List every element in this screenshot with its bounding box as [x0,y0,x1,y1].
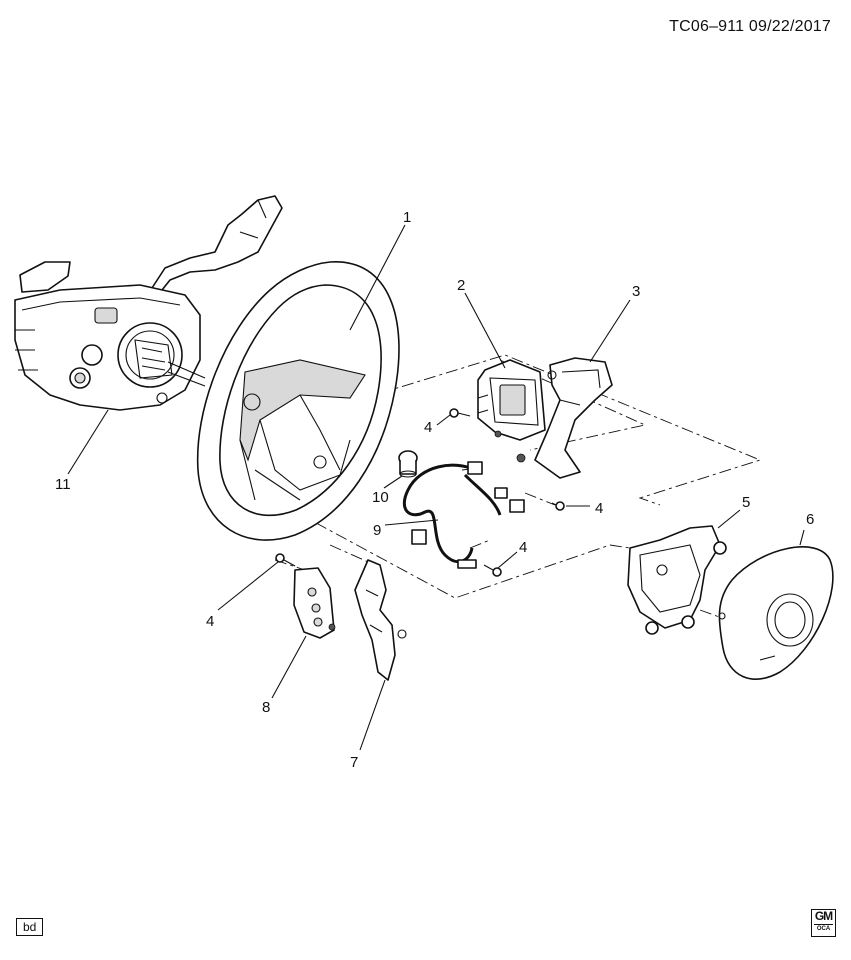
callout-leaders [67,224,805,751]
callout-10: 10 [372,489,389,506]
screw-lower [483,564,502,577]
callout-2: 2 [457,277,465,294]
callout-4-right: 4 [595,500,603,517]
steering-wheel-control-switch [477,359,546,441]
callout-7: 7 [350,754,358,771]
diagram-code-date: TC06–911 09/22/2017 [669,18,831,35]
callout-8: 8 [262,699,270,716]
callout-4-lower: 4 [519,539,527,556]
steering-wheel-trim-cover-upper [516,357,613,479]
callout-4-left: 4 [206,613,214,630]
callout-4-upper: 4 [424,419,432,436]
steering-column-switch [14,195,283,411]
callout-labels: 1 2 3 4 4 4 4 5 6 7 8 9 10 11 [55,209,814,771]
callout-5: 5 [742,494,750,511]
screw-fasteners [275,408,565,577]
steering-wheel-radio-control-switch [293,567,336,639]
callout-9: 9 [373,522,381,539]
steering-wheel [196,261,400,541]
callout-11: 11 [55,476,71,493]
screw-right [551,501,565,511]
gm-logo: GM OCA [811,909,836,937]
gm-logo-subtext: OCA [814,924,833,933]
wiring-harness [402,461,525,569]
gm-logo-text: GM [814,909,833,923]
illustration-code-box: bd [16,918,44,936]
callout-1: 1 [403,209,411,226]
steering-wheel-airbag-module [718,546,834,680]
callout-6: 6 [806,511,814,528]
screw-left [275,553,296,567]
screw-upper [449,408,471,418]
steering-wheel-bolt [398,450,418,478]
airbag-module-bracket [627,525,727,635]
callout-3: 3 [632,283,640,300]
steering-wheel-trim-cover-lower [354,559,407,681]
